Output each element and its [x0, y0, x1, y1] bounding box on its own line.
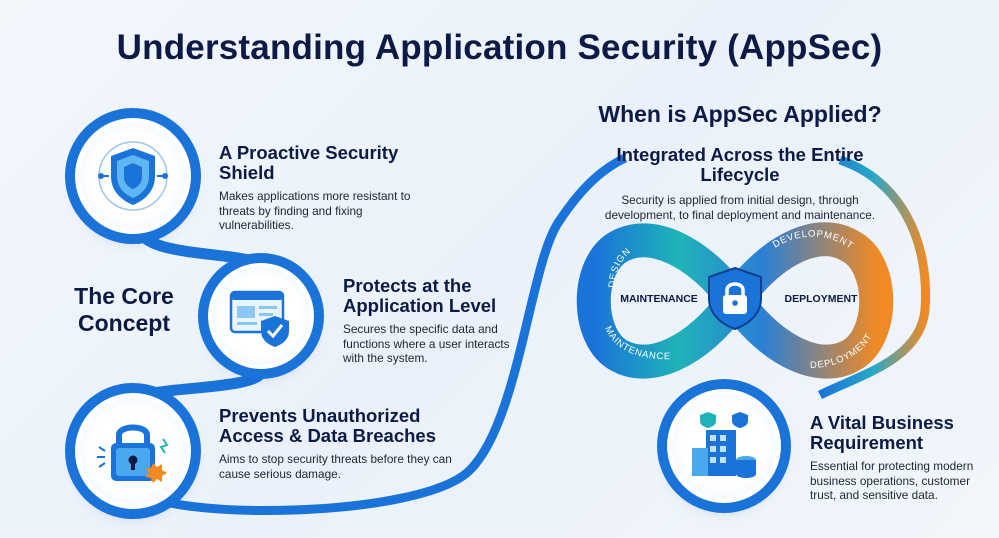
lifecycle-desc: Security is applied from initial design,…: [604, 193, 876, 222]
shield-circle: [75, 118, 191, 234]
browser-shield-icon: [229, 290, 289, 347]
card-application-desc: Secures the specific data and functions …: [343, 322, 510, 365]
business-title: A Vital Business Requirement: [810, 412, 954, 453]
card-access: Prevents Unauthorized Access & Data Brea…: [219, 406, 459, 481]
business-circle: [667, 389, 781, 503]
card-access-title: Prevents Unauthorized Access & Data Brea…: [219, 405, 436, 446]
card-application-title: Protects at the Application Level: [343, 275, 497, 316]
card-business: A Vital Business Requirement Essential f…: [810, 413, 980, 503]
business-desc: Essential for protecting modern business…: [810, 459, 974, 502]
card-shield-title: A Proactive Security Shield: [219, 142, 399, 183]
card-application: Protects at the Application Level Secure…: [343, 276, 533, 366]
card-shield-desc: Makes applications more resistant to thr…: [219, 189, 411, 232]
card-access-desc: Aims to stop security threats before the…: [219, 452, 452, 481]
label-deployment-inner: DEPLOYMENT: [785, 293, 859, 305]
connector-arc: [817, 155, 931, 400]
shield-circuit-icon: [98, 141, 168, 211]
page-title: Understanding Application Security (AppS…: [116, 28, 883, 67]
card-shield: A Proactive Security Shield Makes applic…: [219, 143, 429, 233]
when-title: When is AppSec Applied?: [598, 101, 882, 127]
office-building-icon: [692, 412, 756, 478]
padlock-circle: [75, 393, 191, 509]
application-circle: [208, 263, 314, 369]
shield-lock-icon: [708, 266, 762, 331]
label-maintenance-inner: MAINTENANCE: [620, 293, 698, 305]
infinity-loop: DESIGN DEVELOPMENT MAINTENANCE DEPLOYMEN…: [576, 222, 894, 379]
lifecycle-card: Integrated Across the Entire Lifecycle S…: [600, 145, 880, 222]
connector-top: [134, 226, 268, 271]
connector-middle: [134, 367, 268, 404]
lifecycle-title: Integrated Across the Entire Lifecycle: [616, 144, 864, 185]
connector-sweep: [136, 153, 628, 515]
padlock-alert-icon: [97, 424, 169, 483]
core-concept-title: The Core Concept: [74, 283, 174, 336]
